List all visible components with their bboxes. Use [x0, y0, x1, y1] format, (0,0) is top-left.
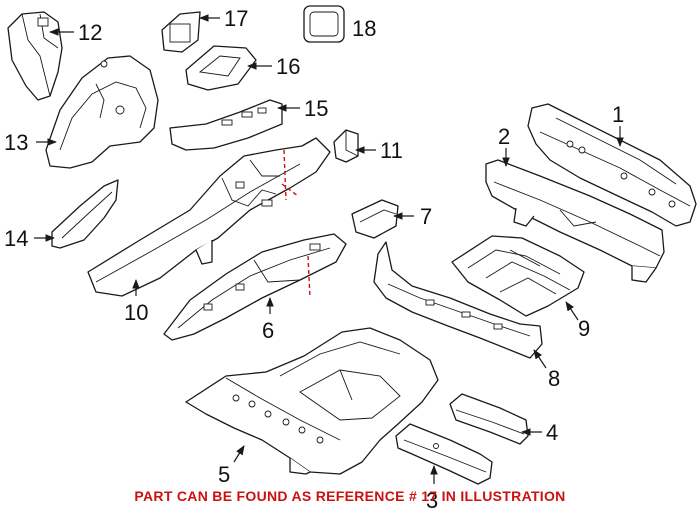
- part-7-bracket: [351, 199, 399, 239]
- callout-14: 14: [4, 226, 28, 251]
- part-10-frame-rail: [87, 137, 331, 297]
- part-6-floor-rail: [163, 233, 347, 341]
- part-11-clip: [333, 129, 359, 163]
- part-12-bracket: [7, 11, 63, 101]
- leader-lines: [34, 14, 624, 484]
- callout-12: 12: [78, 20, 102, 45]
- cut-line-upper: [283, 149, 287, 201]
- part-5-rear-floor: [185, 327, 439, 475]
- part-15-rail-bracket: [169, 99, 283, 151]
- part-9-floor-pan: [451, 235, 585, 317]
- part-1-rear-panel: [527, 103, 697, 227]
- callout-17: 17: [224, 6, 248, 31]
- callout-8: 8: [548, 366, 560, 391]
- cut-line-lower: [307, 255, 311, 299]
- callout-13: 13: [4, 130, 28, 155]
- callout-11: 11: [380, 138, 403, 163]
- callout-7: 7: [420, 204, 432, 229]
- part-13-wheelhouse: [45, 55, 159, 169]
- callout-15: 15: [304, 96, 328, 121]
- callout-5: 5: [218, 462, 230, 487]
- part-2-crossmember: [485, 159, 665, 283]
- part-3-rail: [395, 423, 493, 485]
- callout-4: 4: [546, 420, 558, 445]
- callout-3: 3: [426, 488, 438, 511]
- callout-9: 9: [578, 316, 590, 341]
- callout-10: 10: [124, 300, 148, 325]
- callout-6: 6: [262, 318, 274, 343]
- part-4-small-rail: [449, 393, 529, 445]
- part-18-plug: [303, 5, 345, 43]
- reference-note: PART CAN BE FOUND AS REFERENCE # 17 IN I…: [134, 488, 566, 504]
- part-17-pad: [161, 11, 201, 53]
- callout-16: 16: [276, 54, 300, 79]
- part-8-seat-crossmember: [373, 241, 543, 359]
- callout-1: 1: [612, 102, 624, 127]
- cut-line-upper-cross: [281, 183, 299, 197]
- part-16-plate: [185, 45, 257, 91]
- callout-18: 18: [352, 16, 376, 41]
- callout-2: 2: [498, 124, 510, 149]
- part-14-bracket: [51, 179, 119, 249]
